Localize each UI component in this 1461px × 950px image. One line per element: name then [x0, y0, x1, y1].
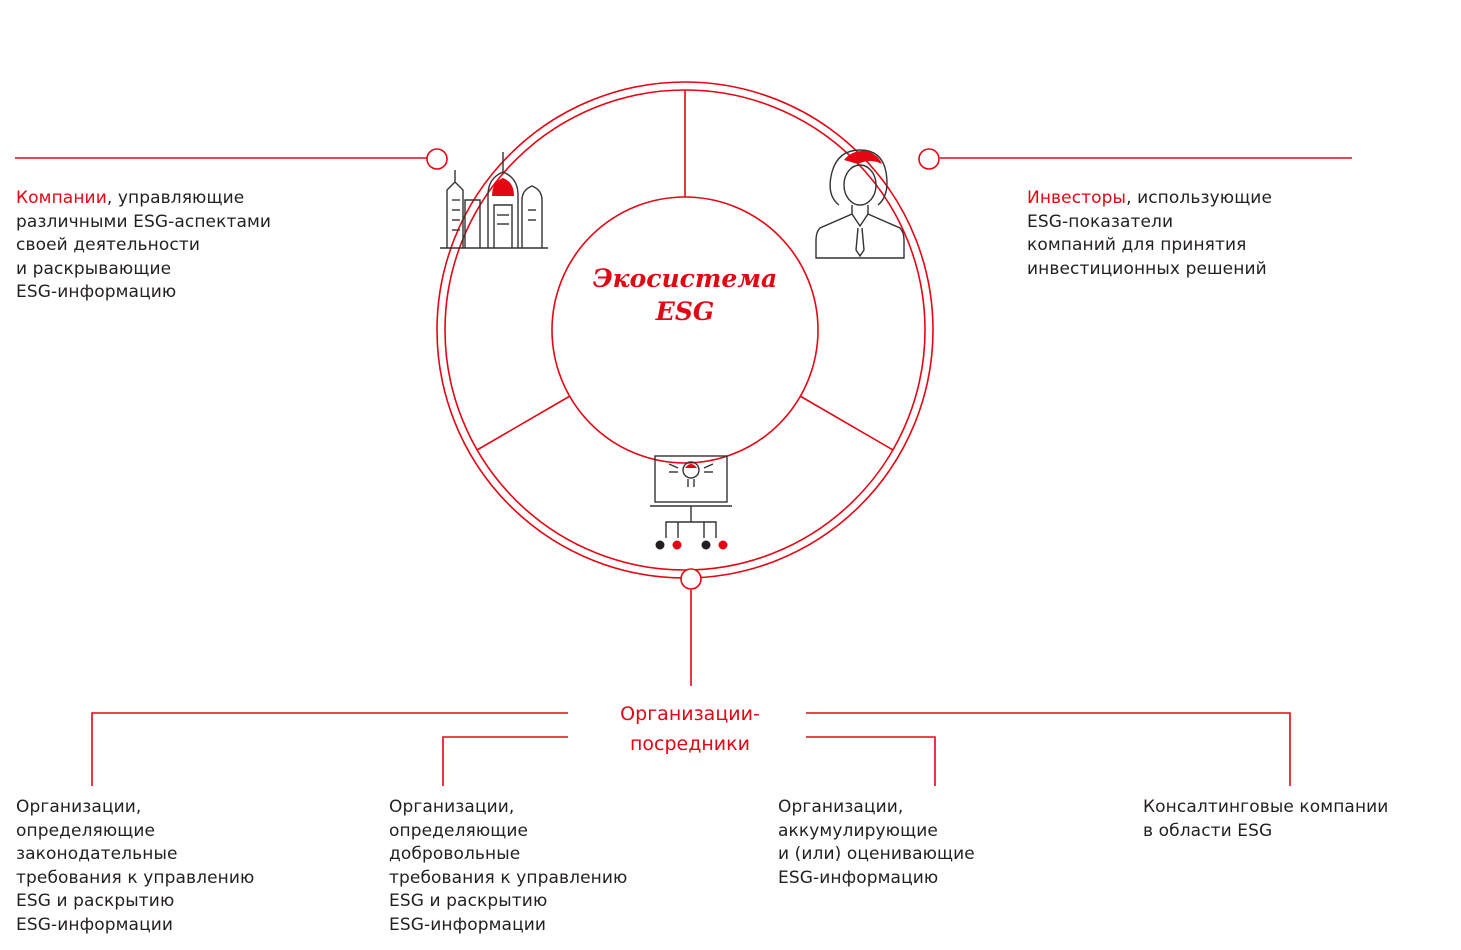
- center-title: Экосистема ESG: [592, 264, 778, 326]
- node-bottom: [680, 568, 702, 590]
- companies-text: Компании, управляющие различными ESG-асп…: [16, 187, 271, 305]
- center-circle: [551, 196, 819, 464]
- intermediary-item-consulting: Консалтинговые компании в области ESG: [1143, 797, 1389, 841]
- bracket-outer: [91, 712, 568, 786]
- city-buildings-icon: [440, 152, 548, 249]
- divider-left: [476, 395, 571, 451]
- intermediaries-label: Организации- посредники: [575, 699, 805, 759]
- investors-description: , использующие ESG-показатели компаний д…: [1027, 188, 1273, 279]
- investor-woman-icon: [815, 149, 905, 259]
- network-nodes: [655, 540, 728, 550]
- intermediary-item-aggregators: Организации, аккумулирующие и (или) оцен…: [778, 797, 975, 888]
- intermediary-item-legislative: Организации, определяющие законодательны…: [16, 797, 255, 935]
- investors-highlight: Инвесторы: [1027, 188, 1127, 208]
- node-right: [918, 148, 940, 170]
- divider-right: [799, 395, 894, 451]
- intermediary-item-voluntary: Организации, определяющие добровольные т…: [389, 797, 628, 935]
- bracket-outer-right: [806, 712, 1291, 786]
- laptop-network-icon: [650, 455, 732, 538]
- bracket-inner: [442, 736, 568, 786]
- bracket-inner-right: [806, 736, 936, 786]
- node-left: [426, 148, 448, 170]
- companies-description: , управляющие различными ESG-аспектами с…: [16, 188, 272, 302]
- companies-highlight: Компании: [16, 188, 107, 208]
- investors-text: Инвесторы, использующие ESG-показатели к…: [1027, 187, 1272, 281]
